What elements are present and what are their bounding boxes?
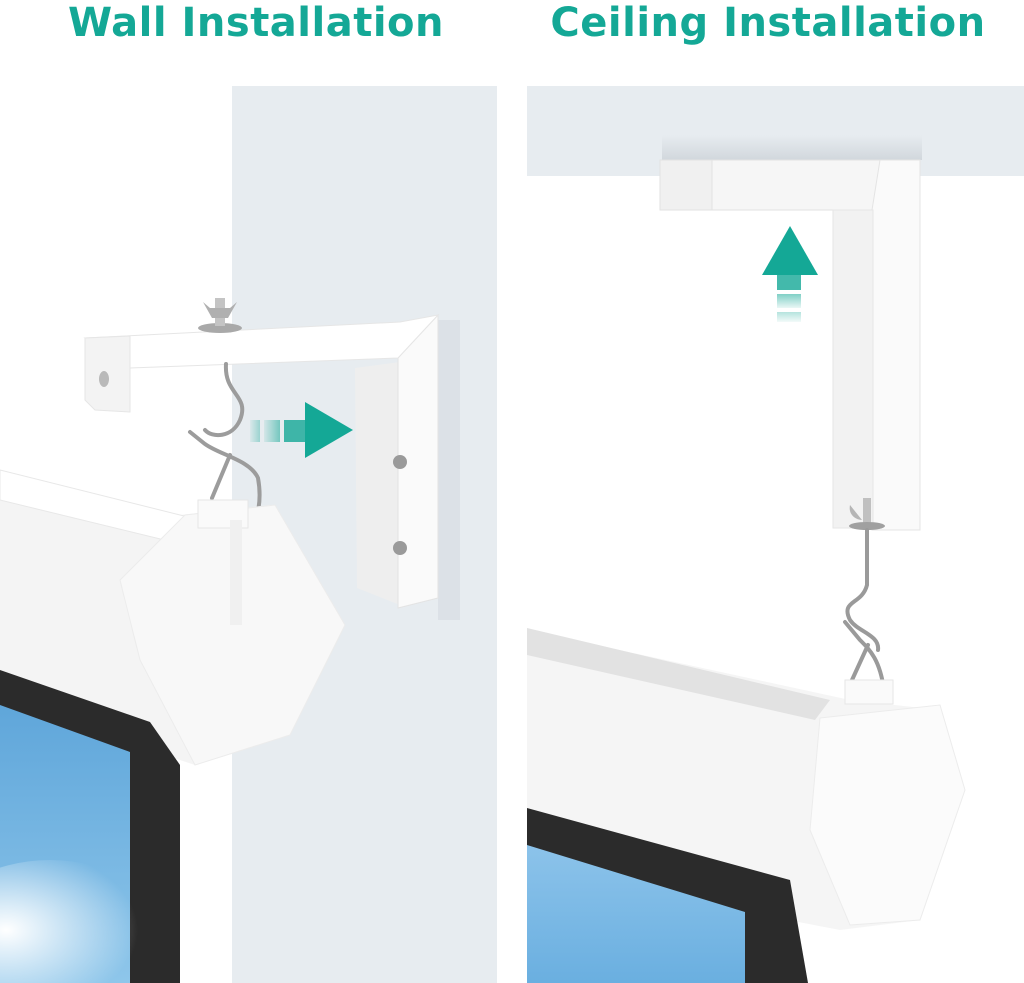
wall-installation-title: Wall Installation: [67, 0, 445, 46]
arrow-right-icon: [250, 402, 353, 458]
wall-installation-illustration: [0, 86, 497, 983]
bracket-vertical: [871, 159, 921, 531]
wing-nut-icon: [849, 498, 885, 530]
ceiling-installation-panel: [527, 86, 1024, 983]
wall-installation-panel: [0, 86, 497, 983]
arrow-up-icon: [762, 226, 818, 322]
bracket-vertical: [355, 362, 400, 605]
wing-nut-icon: [198, 298, 242, 333]
s-hook-icon: [843, 528, 886, 692]
ceiling-installation-illustration: [527, 86, 1024, 983]
ceiling-installation-title: Ceiling Installation: [550, 0, 986, 46]
